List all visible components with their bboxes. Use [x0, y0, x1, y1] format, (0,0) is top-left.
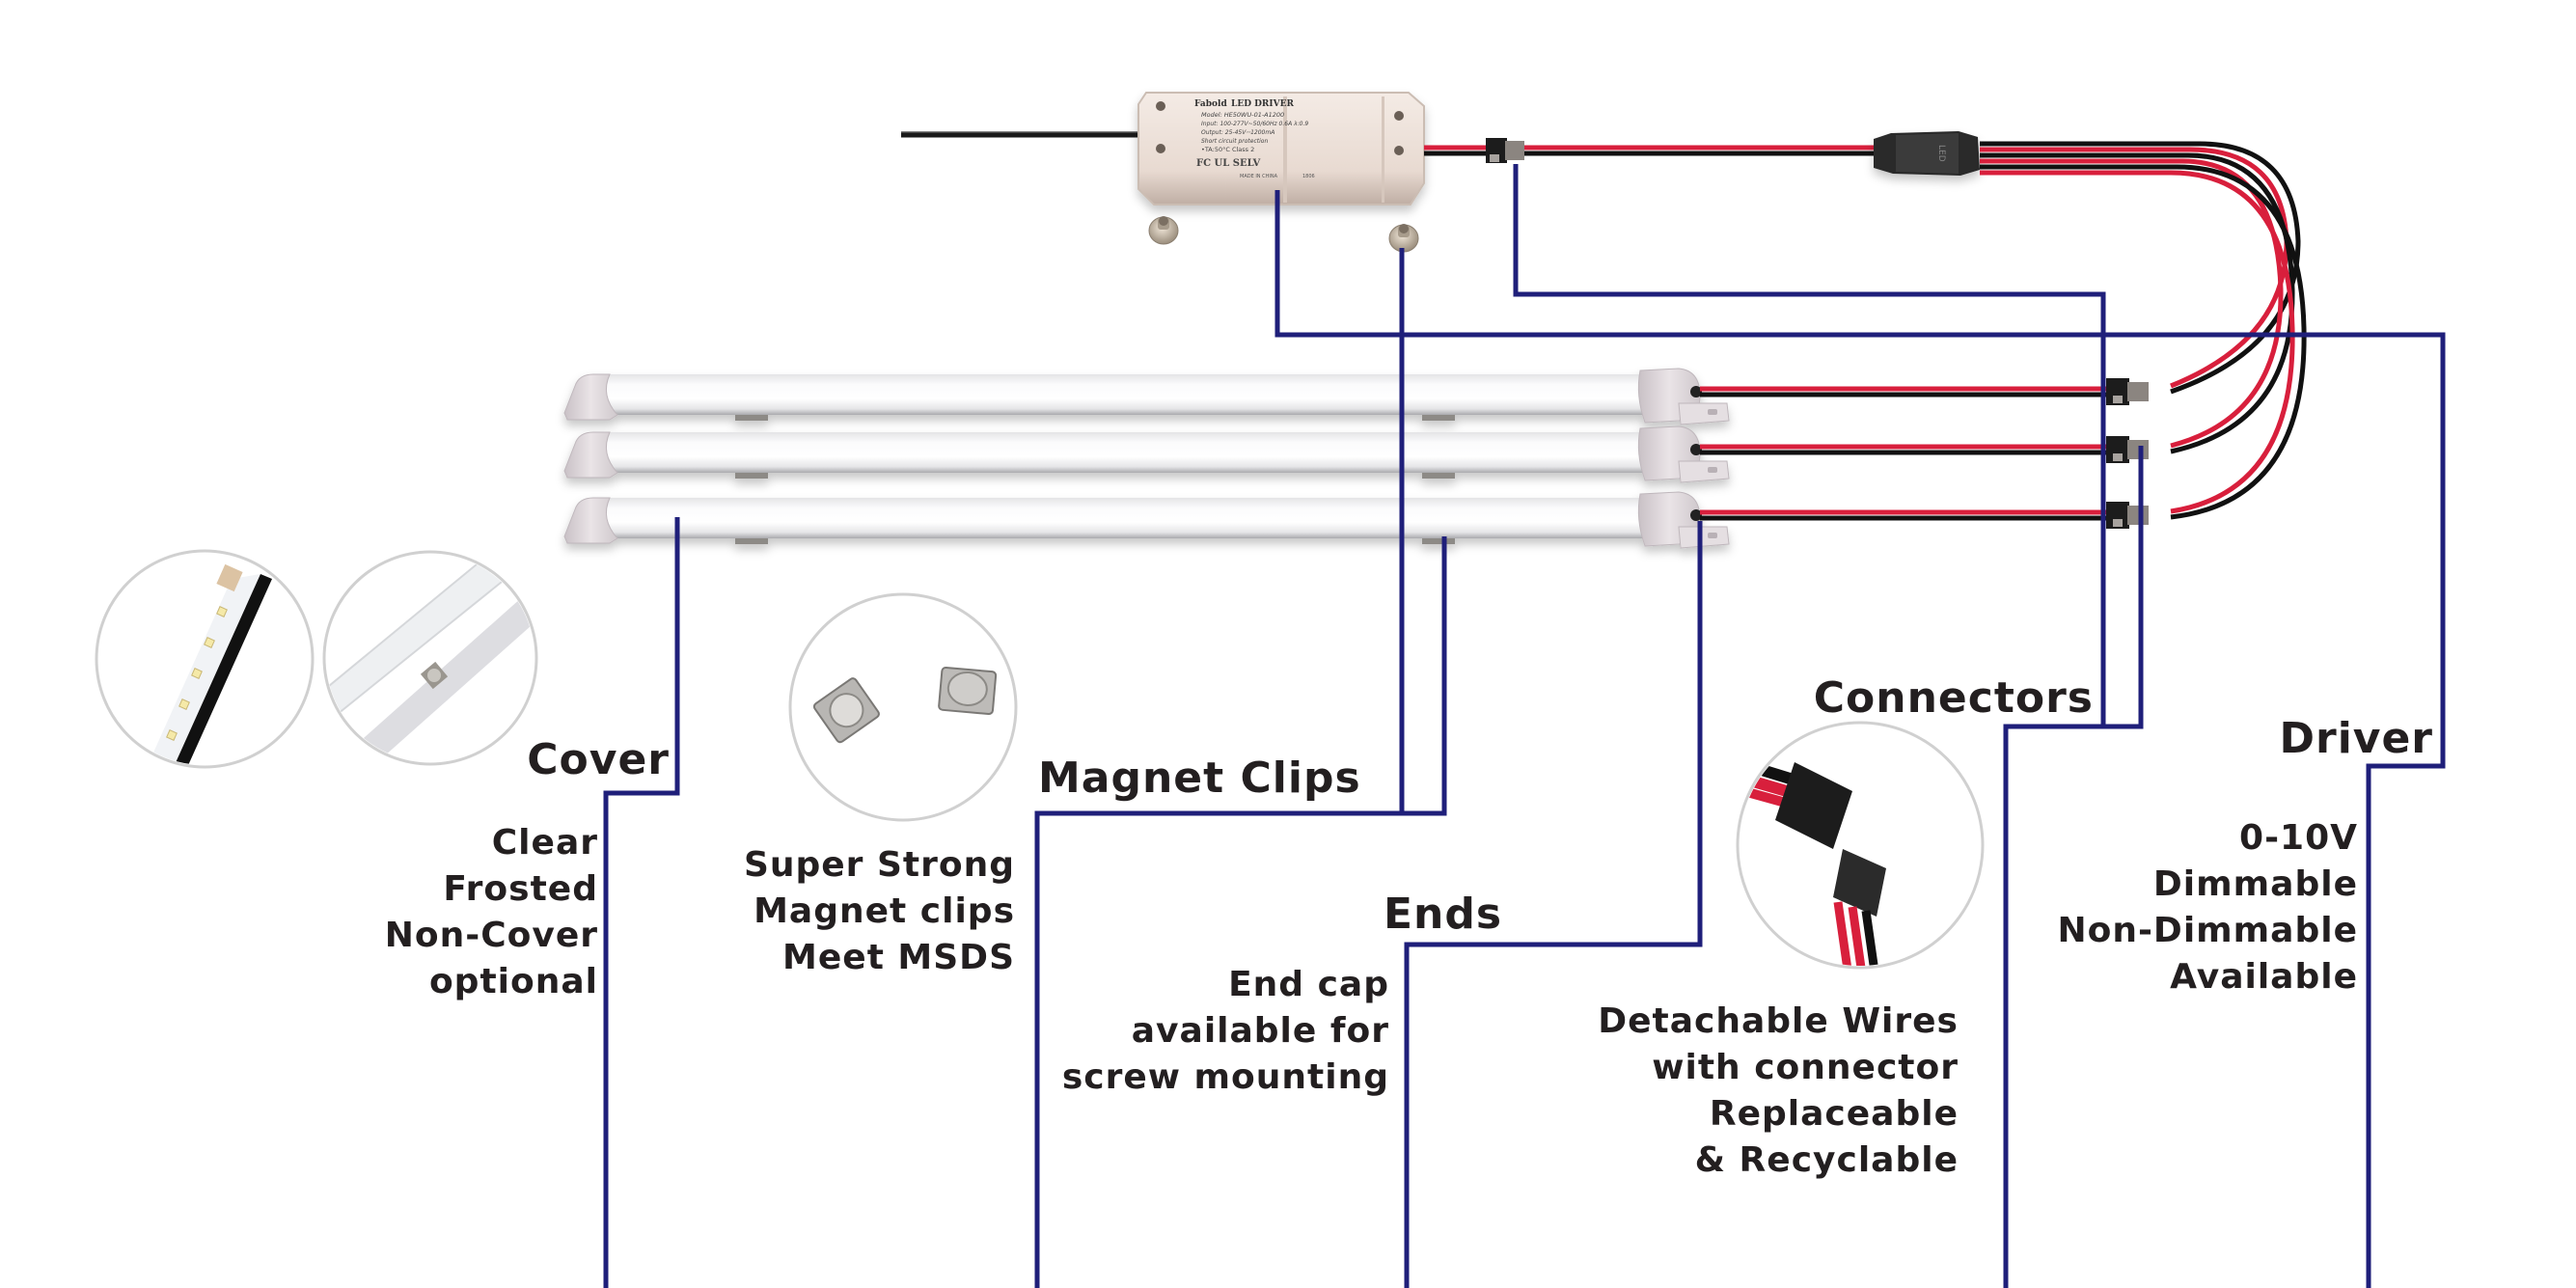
cover-desc-line: Frosted: [443, 869, 598, 909]
wire-splitter: LED: [1874, 131, 1980, 176]
cover-desc-line: Clear: [491, 823, 598, 863]
led-strip-detail-circle: [95, 549, 315, 769]
connectors-title: Connectors: [1813, 673, 2094, 723]
led-tube: [563, 368, 1730, 425]
ends-description: End cap available for screw mounting: [1023, 962, 1389, 1101]
led-driver: Fabold LED DRIVER Model: HE50WU-01-A1200…: [1137, 92, 1425, 206]
tube-magnet-clip: [735, 415, 768, 421]
driver-desc-line: 0-10V: [2239, 818, 2358, 858]
end-cap-grommet: [1690, 386, 1702, 397]
connector-detail-circle: [1736, 721, 1985, 970]
end-cap-mounting-tab: [1678, 460, 1730, 483]
tube-body: [589, 432, 1698, 473]
end-cap-screw-hole: [1708, 533, 1717, 538]
driver-ta-class: •TA:50°C Class 2: [1201, 146, 1254, 153]
tube-left-end-cap: [563, 373, 618, 421]
magnet-clips-desc-line: Super Strong: [743, 845, 1015, 885]
driver-title: Driver: [2279, 714, 2433, 763]
leader-line-connector-top: [1513, 164, 2106, 726]
end-cap-screw-hole: [1708, 467, 1717, 473]
tube-magnet-clip: [1422, 538, 1455, 544]
cover-title: Cover: [527, 735, 670, 784]
mounting-screw-right: [1388, 224, 1419, 253]
leader-line-driver: [1274, 190, 2446, 1288]
connectors-desc-line: & Recyclable: [1694, 1140, 1959, 1180]
tube-connector-male: [2127, 506, 2149, 525]
leader-line-cover: [603, 517, 680, 1288]
driver-output-connector: [1486, 138, 1524, 163]
leader-lines: [603, 164, 2446, 1288]
tube-body: [589, 498, 1698, 538]
end-cap-mounting-tab: [1678, 402, 1730, 425]
driver-brand: Fabold: [1194, 99, 1227, 109]
driver-label-plate: Fabold LED DRIVER Model: HE50WU-01-A1200…: [1194, 99, 1315, 179]
driver-made-in: MADE IN CHINA: [1240, 174, 1278, 179]
driver-output-spec: Output: 25-45V⎓1200mA: [1201, 129, 1274, 136]
driver-desc-line: Available: [2170, 957, 2358, 997]
splitter-branch-wires: [1980, 141, 2307, 520]
leader-line-magnet-clips: [1034, 536, 1447, 1288]
tube-magnet-clip: [1422, 415, 1455, 421]
tube-magnet-clip: [735, 538, 768, 544]
driver-desc-line: Non-Dimmable: [2057, 911, 2358, 950]
driver-model: Model: HE50WU-01-A1200: [1201, 111, 1284, 119]
led-tube: [563, 425, 1730, 483]
tube-connector-latch: [2113, 519, 2123, 527]
leader-line-connectors: [2003, 446, 2144, 1288]
tube-connector-latch: [2113, 396, 2123, 403]
driver-desc-line: Dimmable: [2152, 864, 2358, 904]
leader-line-ends: [1404, 521, 1703, 1288]
connectors-description: Detachable Wires with connector Replacea…: [1544, 999, 1959, 1184]
tube-magnet-clip: [1422, 473, 1455, 479]
connectors-desc-line: Replaceable: [1709, 1094, 1959, 1134]
end-cap-grommet: [1690, 444, 1702, 455]
driver-protection: Short circuit protection: [1201, 138, 1268, 145]
ends-desc-line: screw mounting: [1061, 1057, 1389, 1097]
tube-connector-male: [2127, 382, 2149, 401]
tube-magnet-clip: [735, 473, 768, 479]
led-tube: [563, 491, 1730, 549]
magnet-clips-desc-line: Magnet clips: [754, 891, 1015, 931]
led-tube-group: [563, 368, 2149, 549]
cover-description: Clear Frosted Non-Cover optional: [289, 820, 598, 1005]
cover-desc-line: Non-Cover: [384, 916, 598, 955]
tube-connector-latch: [2113, 453, 2123, 461]
connectors-desc-line: with connector: [1652, 1048, 1959, 1087]
magnet-clips-title: Magnet Clips: [1038, 754, 1361, 803]
end-cap-screw-hole: [1708, 409, 1717, 415]
splitter-text: LED: [1936, 145, 1946, 162]
driver-input-spec: Input: 100-277V~50/60Hz 0.6A λ:0.9: [1201, 121, 1308, 127]
driver-cert-marks: FC UL SELV: [1196, 158, 1260, 169]
ends-title: Ends: [1384, 890, 1503, 939]
driver-date-code: 1806: [1302, 174, 1315, 179]
magnet-clips-description: Super Strong Magnet clips Meet MSDS: [675, 842, 1015, 981]
end-cap-grommet: [1690, 509, 1702, 521]
tube-body: [589, 374, 1698, 415]
cover-magnet-detail-circle: [322, 550, 538, 766]
ends-desc-line: available for: [1131, 1011, 1389, 1051]
cover-desc-line: optional: [428, 962, 598, 1001]
connectors-desc-line: Detachable Wires: [1598, 1001, 1959, 1041]
driver-title: LED DRIVER: [1231, 99, 1294, 109]
magnet-clips-desc-line: Meet MSDS: [782, 938, 1015, 977]
tube-connector-male: [2127, 440, 2149, 459]
tube-left-end-cap: [563, 497, 618, 544]
mounting-screw-left: [1148, 216, 1179, 245]
input-power-wire: [901, 131, 1143, 138]
tube-left-end-cap: [563, 431, 618, 479]
driver-description: 0-10V Dimmable Non-Dimmable Available: [2007, 815, 2358, 1000]
end-cap-mounting-tab: [1678, 526, 1730, 549]
magnet-clips-detail-circle: [788, 592, 1018, 822]
ends-desc-line: End cap: [1228, 965, 1389, 1004]
